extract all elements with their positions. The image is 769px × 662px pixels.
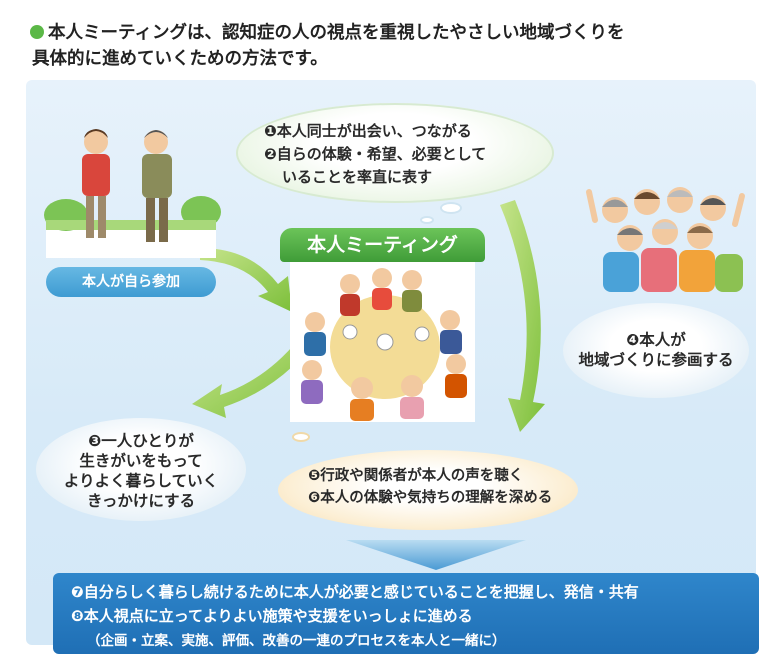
community-crowd-illustration — [585, 180, 745, 298]
meeting-illustration — [290, 262, 475, 422]
participants-illustration — [44, 120, 221, 258]
bubble-tail-dot — [420, 216, 434, 224]
meeting-title: 本人ミーティング — [280, 228, 485, 262]
bubble-tail-dot — [292, 432, 310, 442]
outcome-line-3: （企画・立案、実施、評価、改善の一連のプロセスを本人と一緒に） — [87, 633, 506, 649]
arrow-meeting-to-left — [192, 340, 310, 418]
down-arrow-icon — [346, 540, 526, 570]
self-participation-pill: 本人が自ら参加 — [46, 267, 216, 297]
bubble-community: ❹本人が 地域づくりに参画する — [563, 303, 749, 398]
bubble-connect-text: ❶本人同士が出会い、つながる ❷自らの体験・希望、必要として いることを率直に表… — [264, 122, 487, 186]
header-line-1: 本人ミーティングは、認知症の人の視点を重視したやさしい地域づくりを — [30, 20, 750, 46]
bubble-listen-text: ❺行政や関係者が本人の声を聴く ❻本人の体験や気持ちの理解を深める — [308, 468, 553, 506]
outcome-line-1: ❼自分らしく暮らし続けるために本人が必要と感じていることを把握し、発信・共有 — [71, 583, 639, 601]
bubble-listen: ❺行政や関係者が本人の声を聴く ❻本人の体験や気持ちの理解を深める — [278, 450, 578, 530]
bubble-tail-dot — [440, 202, 462, 214]
bubble-purpose-text: ❸一人ひとりが 生きがいをもって よりよく暮らしていく きっかけにする — [63, 432, 219, 510]
bubble-community-text: ❹本人が 地域づくりに参画する — [578, 331, 734, 369]
outcome-line-2: ❽本人視点に立ってよりよい施策や支援をいっしょに進める — [71, 607, 473, 625]
arrow-left-to-meeting — [200, 248, 292, 312]
bubble-purpose: ❸一人ひとりが 生きがいをもって よりよく暮らしていく きっかけにする — [36, 418, 246, 521]
arrow-top-to-bottom — [500, 200, 545, 432]
header-text: 本人ミーティングは、認知症の人の視点を重視したやさしい地域づくりを 具体的に進め… — [30, 20, 750, 72]
header-line-2: 具体的に進めていくための方法です。 — [32, 49, 328, 69]
bubble-connect: ❶本人同士が出会い、つながる ❷自らの体験・希望、必要として いることを率直に表… — [236, 103, 554, 203]
green-bullet-icon — [30, 25, 44, 39]
outcome-box: ❼自分らしく暮らし続けるために本人が必要と感じていることを把握し、発信・共有 ❽… — [53, 573, 759, 654]
